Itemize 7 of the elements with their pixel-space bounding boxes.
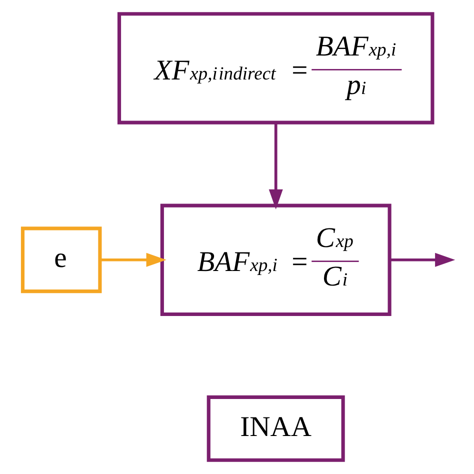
arrow (389, 252, 455, 267)
node-box: INAA (206, 395, 344, 462)
node-box: XFxp,iindirect = BAFxp,i pi (116, 12, 434, 124)
node-box: e (20, 226, 102, 294)
arrow (100, 252, 166, 267)
arrow (268, 122, 282, 210)
node-box: BAFxp,i = Cxp Ci (160, 204, 391, 316)
